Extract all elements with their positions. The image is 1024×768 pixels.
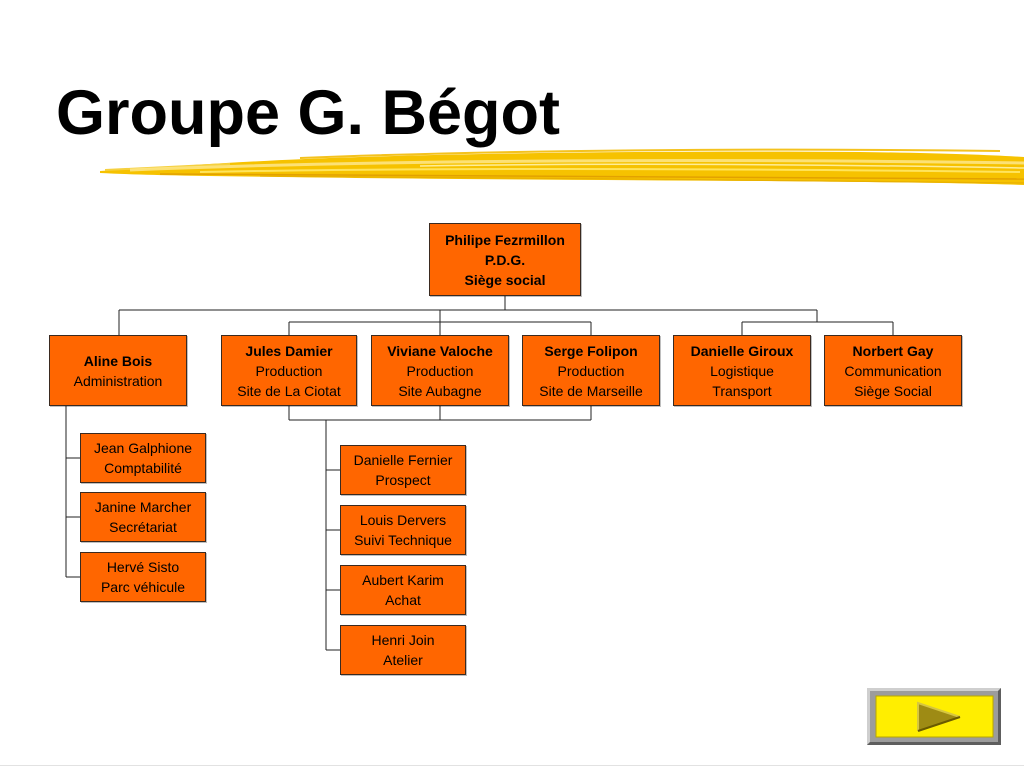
play-icon — [867, 688, 1001, 745]
org-box-manager-aubagne: Viviane Valoche Production Site Aubagne — [371, 335, 509, 406]
slide-title: Groupe G. Bégot — [56, 78, 560, 148]
manager-detail: Administration — [73, 372, 163, 389]
org-box-manager-communication: Norbert Gay Communication Siège Social — [824, 335, 962, 406]
org-box-staff: Jean Galphione Comptabilité — [80, 433, 206, 483]
staff-role: Atelier — [383, 652, 423, 668]
ceo-location: Siège social — [464, 271, 546, 288]
manager-detail: Site de Marseille — [539, 382, 643, 399]
staff-role: Suivi Technique — [354, 532, 452, 548]
staff-name: Danielle Fernier — [353, 452, 453, 468]
staff-name: Hervé Sisto — [106, 559, 180, 575]
staff-role: Secrétariat — [109, 519, 177, 535]
manager-name: Serge Folipon — [544, 342, 638, 359]
staff-role: Comptabilité — [104, 460, 182, 476]
manager-detail: Site de La Ciotat — [237, 382, 341, 399]
org-box-staff: Danielle Fernier Prospect — [340, 445, 466, 495]
next-slide-button[interactable] — [867, 688, 1001, 745]
manager-detail: Production — [255, 362, 323, 379]
staff-role: Prospect — [375, 472, 431, 488]
staff-name: Henri Join — [371, 632, 435, 648]
staff-name: Janine Marcher — [94, 499, 192, 515]
manager-detail: Logistique — [710, 362, 774, 379]
ceo-name: Philipe Fezrmillon — [445, 231, 565, 248]
manager-name: Danielle Giroux — [690, 342, 794, 359]
org-box-staff: Henri Join Atelier — [340, 625, 466, 675]
ceo-title: P.D.G. — [484, 251, 526, 268]
org-box-manager-administration: Aline Bois Administration — [49, 335, 187, 406]
manager-detail: Site Aubagne — [398, 382, 482, 399]
staff-role: Achat — [385, 592, 421, 608]
org-box-manager-la-ciotat: Jules Damier Production Site de La Ciota… — [221, 335, 357, 406]
org-box-staff: Janine Marcher Secrétariat — [80, 492, 206, 542]
staff-name: Jean Galphione — [93, 440, 193, 456]
staff-role: Parc véhicule — [100, 579, 186, 595]
org-box-staff: Hervé Sisto Parc véhicule — [80, 552, 206, 602]
manager-detail: Production — [406, 362, 474, 379]
manager-name: Jules Damier — [245, 342, 333, 359]
org-box-manager-logistique: Danielle Giroux Logistique Transport — [673, 335, 811, 406]
manager-detail: Production — [557, 362, 625, 379]
manager-detail: Transport — [712, 382, 772, 399]
manager-name: Norbert Gay — [852, 342, 934, 359]
org-box-staff: Louis Dervers Suivi Technique — [340, 505, 466, 555]
slide-bottom-edge — [0, 765, 1024, 766]
manager-detail: Communication — [844, 362, 942, 379]
manager-name: Aline Bois — [83, 352, 153, 369]
staff-name: Aubert Karim — [362, 572, 444, 588]
manager-detail: Siège Social — [854, 382, 932, 399]
manager-name: Viviane Valoche — [387, 342, 493, 359]
staff-name: Louis Dervers — [359, 512, 447, 528]
org-box-ceo: Philipe Fezrmillon P.D.G. Siège social — [429, 223, 581, 296]
org-box-staff: Aubert Karim Achat — [340, 565, 466, 615]
org-box-manager-marseille: Serge Folipon Production Site de Marseil… — [522, 335, 660, 406]
